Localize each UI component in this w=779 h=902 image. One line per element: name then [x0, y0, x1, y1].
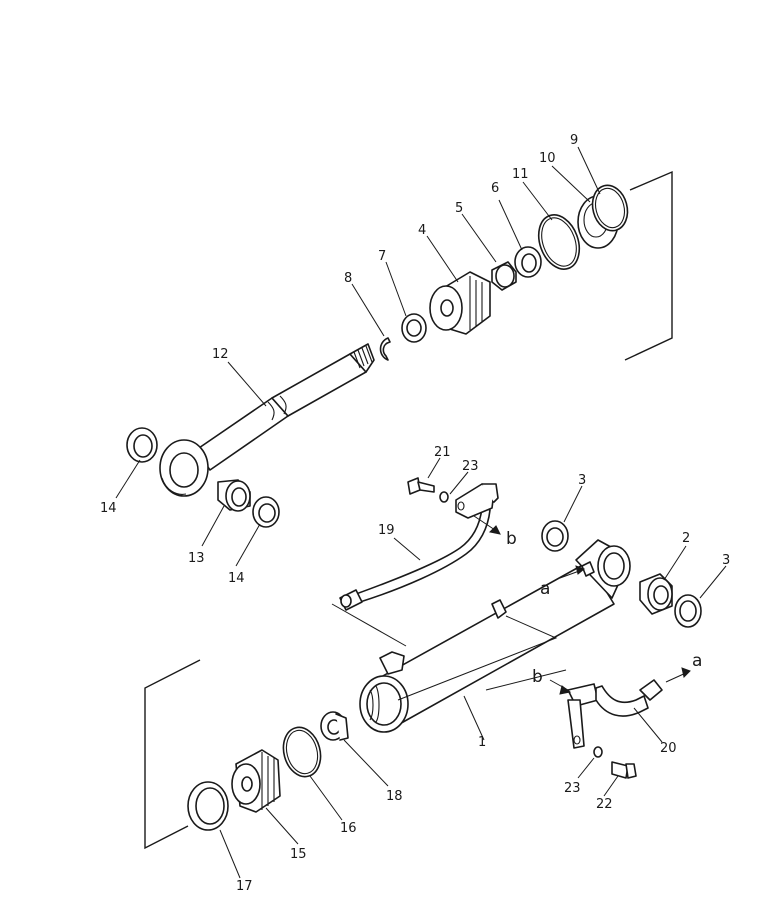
callout-14-lower: 14: [228, 571, 245, 586]
callout-1: 1: [478, 735, 486, 750]
connection-a-lower: a: [692, 651, 702, 671]
callout-13: 13: [188, 551, 205, 566]
callout-21: 21: [434, 445, 451, 460]
seal-3-upper: [541, 520, 569, 552]
piston-4: [429, 271, 491, 335]
snap-ring-8: [379, 337, 391, 361]
connection-a-upper: a: [540, 579, 550, 599]
lower-group-bracket: [144, 659, 201, 850]
callout-2: 2: [682, 531, 690, 546]
callout-19: 19: [378, 523, 395, 538]
callout-14-left: 14: [100, 501, 117, 516]
rod-cover-15: [231, 749, 281, 813]
piston-rod: [159, 343, 375, 497]
callout-12: 12: [212, 347, 229, 362]
callout-10: 10: [539, 151, 556, 166]
callout-23-lower: 23: [564, 781, 581, 796]
backup-ring-9: [591, 184, 629, 232]
pipe-20: [567, 679, 663, 749]
o-ring-16: [282, 726, 322, 778]
upper-group-bracket: [624, 170, 673, 361]
seal-3-right: [674, 594, 702, 628]
washer-23-lower: [593, 746, 603, 758]
o-ring-11: [537, 214, 581, 270]
callout-numbers: 1 2 3 3 4 5 6 7 8 9 10 11 12 13 14 14 15…: [100, 133, 730, 894]
callout-3-upper: 3: [578, 473, 586, 488]
callout-6: 6: [491, 181, 499, 196]
connection-b-lower: b: [532, 667, 543, 687]
pipe-19: [339, 483, 499, 611]
callout-23-upper: 23: [462, 459, 479, 474]
cylinder-tube-1: [359, 539, 631, 733]
bolt-21: [407, 477, 435, 495]
callout-18: 18: [386, 789, 403, 804]
callout-5: 5: [455, 201, 463, 216]
callout-9: 9: [570, 133, 578, 148]
seal-17: [187, 781, 229, 831]
callout-20: 20: [660, 741, 677, 756]
washer-23-upper: [439, 491, 449, 503]
callout-8: 8: [344, 271, 352, 286]
callout-7: 7: [378, 249, 386, 264]
collar-5: [491, 261, 517, 291]
callout-17: 17: [236, 879, 253, 894]
callout-leader-lines: [115, 146, 727, 879]
callout-11: 11: [512, 167, 529, 182]
callout-16: 16: [340, 821, 357, 836]
bushing-14-upper: [126, 427, 158, 463]
bushing-2: [639, 573, 673, 615]
connection-letters: b a b a: [506, 529, 702, 687]
callout-15: 15: [290, 847, 307, 862]
bolt-22: [611, 761, 637, 779]
callout-22: 22: [596, 797, 613, 812]
callout-4: 4: [418, 223, 426, 238]
assembly-guide-lines: [331, 603, 567, 701]
connection-arrows: [473, 515, 691, 695]
bushing-14-lower: [252, 496, 280, 528]
ring-7: [401, 313, 427, 343]
bushing-13: [217, 479, 251, 512]
callout-3-right: 3: [722, 553, 730, 568]
connection-b-upper: b: [506, 529, 517, 549]
wear-ring-6: [514, 246, 542, 278]
nut-18: [320, 711, 349, 741]
